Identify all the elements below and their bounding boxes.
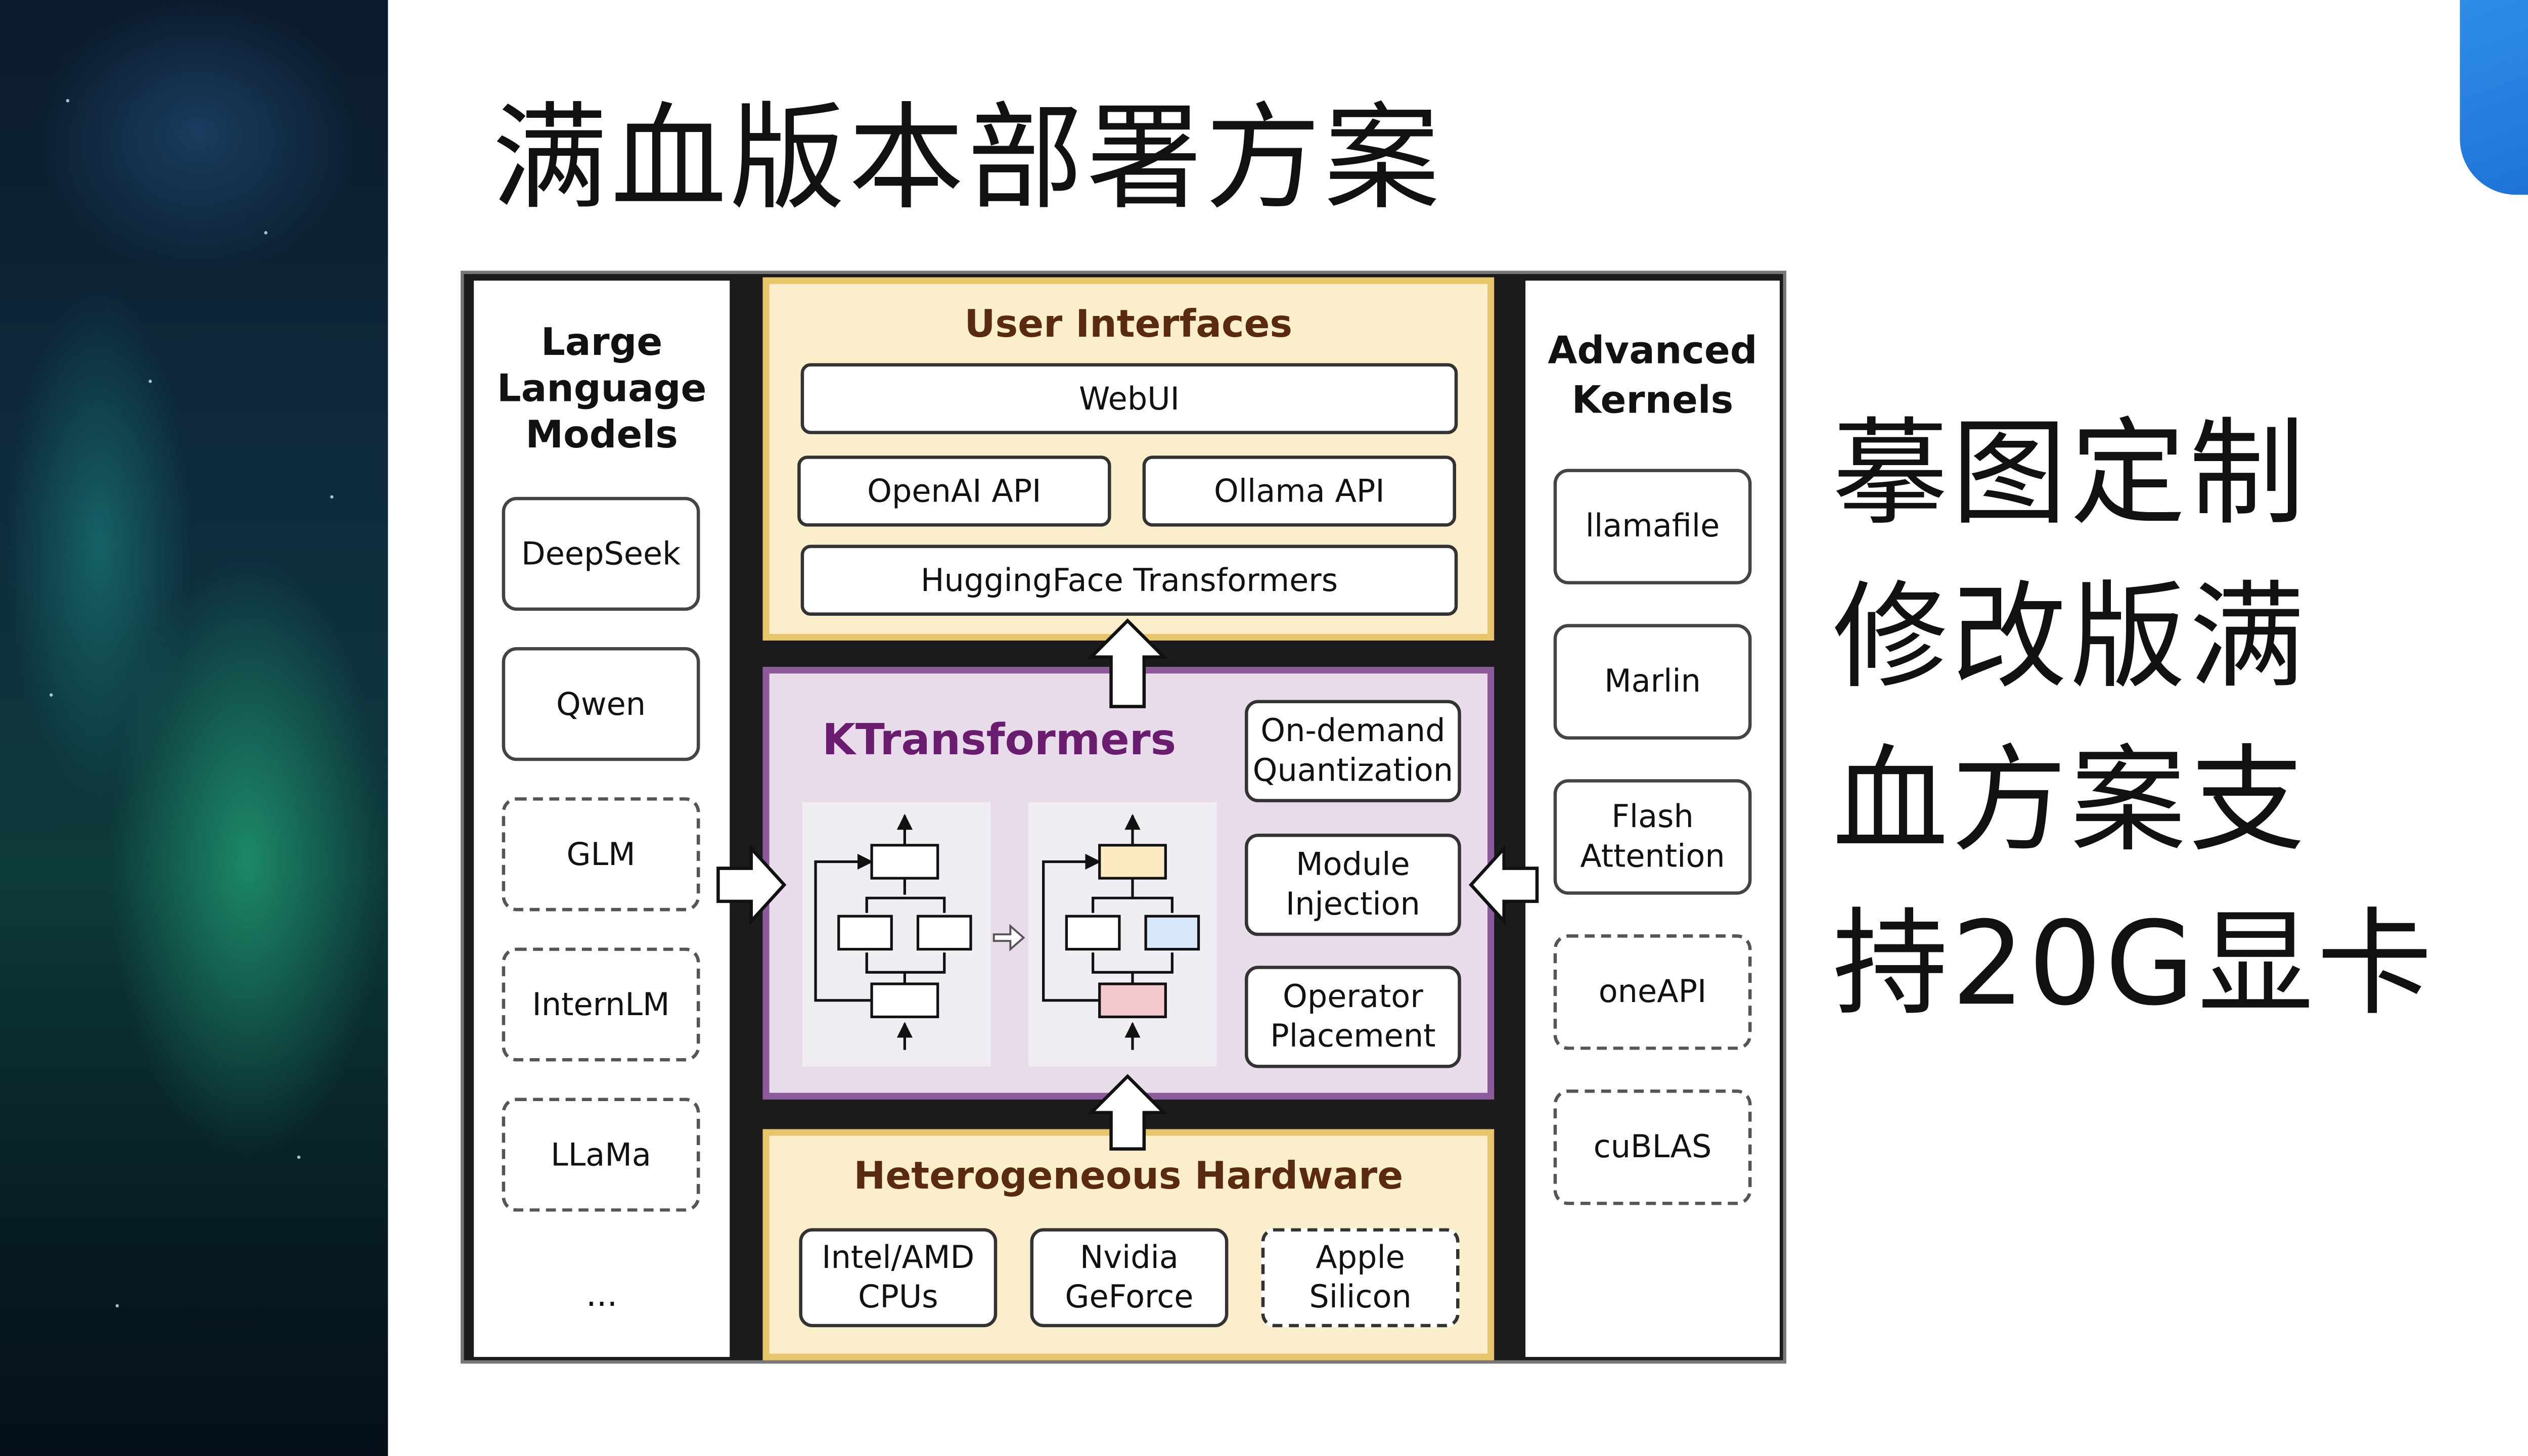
ktransformers-title: KTransformers [822, 716, 1177, 766]
ollama-api-box: Ollama API [1142, 456, 1456, 527]
llm-more: ... [586, 1274, 618, 1314]
arrow-up-to-ui [1087, 618, 1168, 708]
feature-quantization: On-demand Quantization [1245, 700, 1461, 802]
llm-item-glm: GLM [502, 797, 700, 912]
llm-item-deepseek: DeepSeek [502, 496, 700, 611]
hw-item-cpus: Intel/AMD CPUs [799, 1228, 998, 1328]
connector-arrows [716, 618, 1539, 1151]
slide-title: 满血版本部署方案 [492, 90, 1443, 226]
openai-api-box: OpenAI API [797, 456, 1111, 527]
graph-node-red [1098, 982, 1167, 1019]
llm-item-qwen: Qwen [502, 647, 700, 761]
arrow-left-from-kernels [1468, 844, 1539, 926]
huggingface-box: HuggingFace Transformers [800, 544, 1458, 616]
llm-item-internlm: InternLM [502, 947, 700, 1062]
kernels-column: Advanced Kernels llamafile Marlin Flash … [1525, 281, 1780, 1357]
kernel-item-marlin: Marlin [1553, 624, 1752, 740]
arrow-right-from-llm [716, 844, 787, 926]
feature-module-injection: Module Injection [1245, 833, 1461, 936]
kernel-item-oneapi: oneAPI [1553, 934, 1752, 1050]
graph-node-yellow [1098, 844, 1167, 880]
kernels-heading: Advanced Kernels [1548, 330, 1757, 423]
aurora-background [0, 0, 388, 1456]
architecture-diagram: Large Language Models DeepSeek Qwen GLM … [461, 270, 1787, 1364]
llm-heading: Large Language Models [496, 322, 707, 458]
hw-item-apple-silicon: Apple Silicon [1261, 1228, 1460, 1328]
side-caption: 摹图定制 修改版满 血方案支 持20G显卡 [1832, 406, 2436, 1032]
module-graph-illustration [802, 802, 1217, 1067]
graph-node-blue [1144, 915, 1200, 951]
user-interfaces-title: User Interfaces [964, 303, 1293, 347]
llm-item-llama: LLaMa [502, 1098, 700, 1212]
feature-operator-placement: Operator Placement [1245, 966, 1461, 1068]
user-interfaces-panel: User Interfaces WebUI OpenAI API Ollama … [762, 277, 1495, 641]
kernel-item-llamafile: llamafile [1553, 469, 1752, 584]
arrow-up-to-kt [1087, 1074, 1168, 1151]
corner-accent [2460, 0, 2528, 195]
hardware-panel: Heterogeneous Hardware Intel/AMD CPUs Nv… [762, 1129, 1495, 1360]
kernel-item-cublas: cuBLAS [1553, 1089, 1752, 1205]
webui-box: WebUI [800, 363, 1458, 434]
llm-column: Large Language Models DeepSeek Qwen GLM … [474, 281, 730, 1357]
kernel-item-flash-attention: Flash Attention [1553, 779, 1752, 895]
hardware-title: Heterogeneous Hardware [853, 1155, 1404, 1199]
hw-item-geforce: Nvidia GeForce [1030, 1228, 1229, 1328]
ktransformers-panel: KTransformers On-demand Quantization Mod… [762, 667, 1495, 1100]
